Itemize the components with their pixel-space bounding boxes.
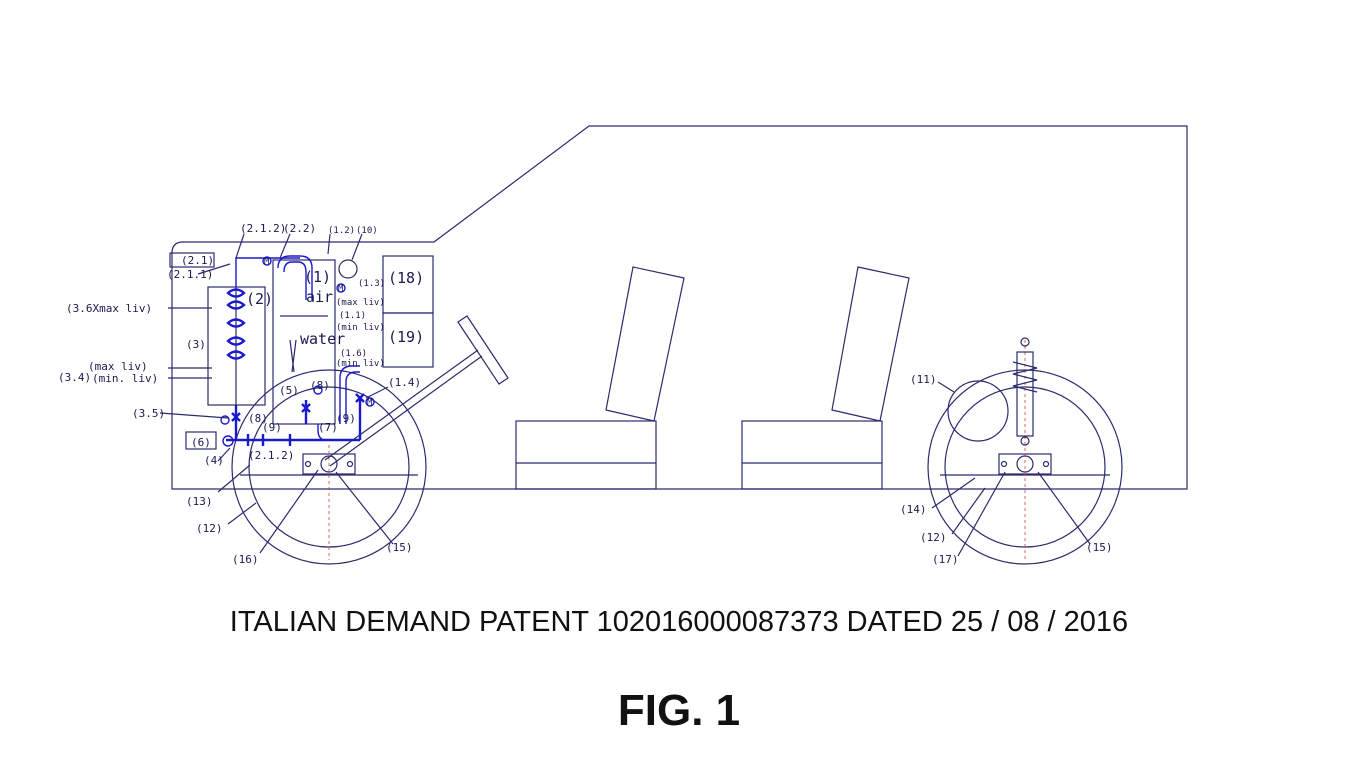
label-9-b: (9)	[336, 412, 356, 425]
front-seat	[515, 266, 685, 490]
rear-wheel	[927, 340, 1123, 565]
label-15-rear: (15)	[1086, 541, 1113, 554]
label-11: (11)	[910, 373, 937, 386]
label-8-a: (8)	[310, 379, 330, 392]
label-4: (4)	[204, 454, 224, 467]
label-1-3: (1.3)	[358, 279, 385, 289]
label-3-6: (3.6Xmax liv)	[66, 302, 152, 315]
label-1: (1)	[304, 268, 331, 286]
label-12-front: (12)	[196, 522, 223, 535]
label-13: (13)	[186, 495, 213, 508]
label-1-4: (1.4)	[388, 376, 421, 389]
label-19: (19)	[388, 328, 424, 346]
rear-seat	[741, 266, 910, 490]
label-17: (17)	[932, 553, 959, 566]
label-6: (6)	[191, 436, 211, 449]
patent-caption: ITALIAN DEMAND PATENT 102016000087373 DA…	[229, 606, 1129, 638]
vehicle-body-outline	[171, 125, 1188, 490]
label-16: (16)	[232, 553, 259, 566]
label-m-a: M	[264, 257, 270, 267]
label-7: (7)	[318, 421, 338, 434]
label-air: air	[306, 288, 333, 306]
label-9-a: (9)	[262, 421, 282, 434]
label-m-b: M	[338, 284, 344, 294]
label-water: water	[300, 330, 345, 348]
label-2-1-2-top: (2.1.2)	[240, 222, 286, 235]
label-min-liv-tank: (min liv)	[336, 323, 385, 333]
label-2-1-2-bot: (2.1.2)	[248, 449, 294, 462]
label-15-front: (15)	[386, 541, 413, 554]
rear-suspension	[1012, 337, 1038, 446]
label-12-rear: (12)	[920, 531, 947, 544]
air-water-tank	[272, 259, 336, 425]
label-5: (5)	[279, 384, 299, 397]
figure-label: FIG. 1	[617, 686, 741, 735]
label-min-liv-b: (min liv)	[336, 359, 385, 369]
label-max-liv-tank: (max liv)	[336, 298, 385, 308]
label-3-5: (3.5)	[132, 407, 165, 420]
tank-11	[947, 380, 1009, 442]
label-min-liv: (min. liv)	[92, 372, 158, 385]
label-3-4: (3.4)	[58, 371, 91, 384]
label-2-2: (2.2)	[283, 222, 316, 235]
label-2-1-1: (2.1.1)	[167, 268, 213, 281]
label-2-1: (2.1)	[181, 254, 214, 267]
motor-10	[338, 259, 358, 279]
label-10: (10)	[356, 226, 378, 236]
label-1-1: (1.1)	[339, 311, 366, 321]
label-1-6: (1.6)	[340, 349, 367, 359]
label-2: (2)	[246, 290, 273, 308]
piping-system	[220, 255, 375, 447]
label-8-b: (8)	[248, 412, 268, 425]
leader-lines	[159, 233, 1091, 557]
box-6	[185, 431, 217, 450]
label-14: (14)	[900, 503, 927, 516]
label-m-c: M	[367, 398, 373, 408]
front-wheel	[231, 369, 427, 565]
box-2-1	[169, 252, 215, 268]
box-19	[382, 312, 434, 368]
label-1-2: (1.2)	[328, 226, 355, 236]
label-3: (3)	[186, 338, 206, 351]
patent-drawing: (2.1) (2.1.1) (2.1.2) (2.2) (1.2) (10) (…	[58, 125, 1188, 566]
steering-wheel	[324, 315, 509, 467]
label-max-liv: (max liv)	[88, 360, 148, 373]
label-18: (18)	[388, 269, 424, 287]
